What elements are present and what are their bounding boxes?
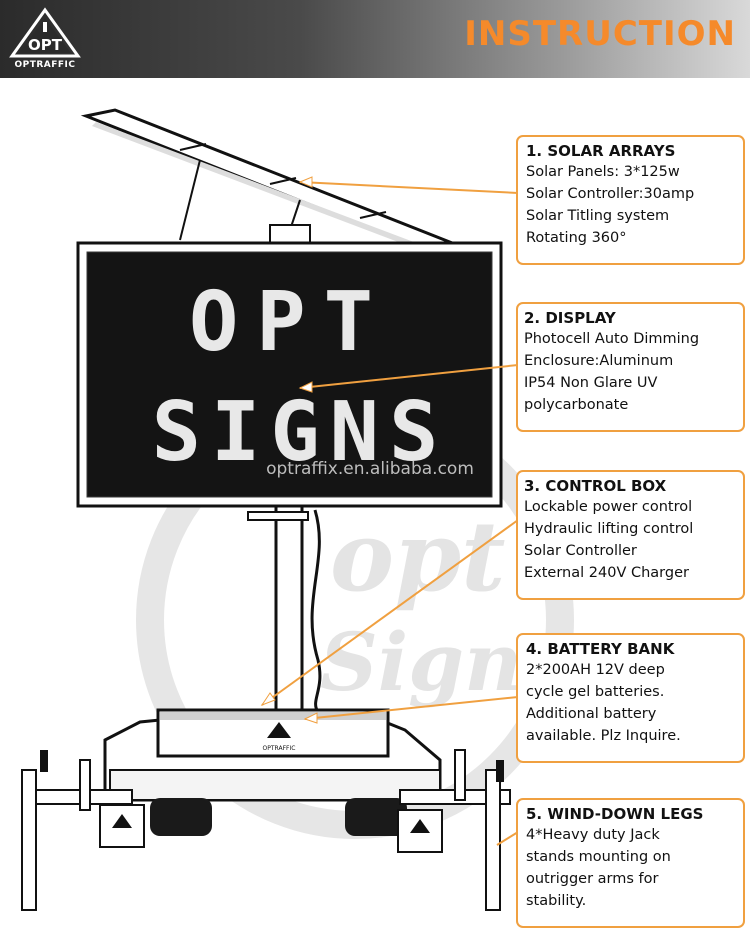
header-bar: OPT OPTRAFFIC INSTRUCTION <box>0 0 750 78</box>
callout-display: 2. DISPLAY Photocell Auto Dimming Enclos… <box>516 302 745 432</box>
callout-line: Photocell Auto Dimming <box>524 331 700 347</box>
callout-line: Lockable power control <box>524 499 693 515</box>
callout-line: Additional battery <box>526 706 657 722</box>
solar-panel <box>80 108 476 258</box>
callout-line: available. Plz Inquire. <box>526 728 681 744</box>
brand-name: OPTRAFFIC <box>14 60 76 70</box>
callout-line: Enclosure:Aluminum <box>524 353 674 369</box>
callout-title: 3. CONTROL BOX <box>524 477 667 495</box>
sign-line-1: OPT <box>189 275 391 370</box>
callout-line: Solar Controller <box>524 543 637 559</box>
callout-battery-bank: 4. BATTERY BANK 2*200AH 12V deep cycle g… <box>516 633 745 763</box>
callout-title: 4. BATTERY BANK <box>526 640 675 658</box>
callout-line: stability. <box>526 893 587 909</box>
callout-title: 5. WIND-DOWN LEGS <box>526 805 704 823</box>
callout-line: 4*Heavy duty Jack <box>526 827 660 843</box>
callout-line: cycle gel batteries. <box>526 684 665 700</box>
callout-title: 1. SOLAR ARRAYS <box>526 142 676 160</box>
watermark-opt: opt <box>330 500 506 613</box>
callout-solar-arrays: 1. SOLAR ARRAYS Solar Panels: 3*125w Sol… <box>516 135 745 265</box>
callout-line: outrigger arms for <box>526 871 659 887</box>
page-title: INSTRUCTION <box>464 14 736 54</box>
callout-connectors <box>261 181 519 846</box>
callout-control-box: 3. CONTROL BOX Lockable power control Hy… <box>516 470 745 600</box>
watermark-url: optraffix.en.alibaba.com <box>266 459 474 479</box>
optraffic-logo: OPT <box>9 7 81 58</box>
callout-line: polycarbonate <box>524 397 629 413</box>
callout-line: External 240V Charger <box>524 565 689 581</box>
callout-line: Solar Controller:30amp <box>526 186 695 202</box>
callout-line: stands mounting on <box>526 849 671 865</box>
callout-line: Solar Titling system <box>526 208 670 224</box>
trailer-body: OPTRAFFIC <box>21 708 511 911</box>
callout-wind-down-legs: 5. WIND-DOWN LEGS 4*Heavy duty Jack stan… <box>516 798 745 928</box>
callout-line: Rotating 360° <box>526 230 627 246</box>
sign-line-2: SIGNS <box>152 385 449 480</box>
callout-title: 2. DISPLAY <box>524 309 616 327</box>
callout-line: Solar Panels: 3*125w <box>526 164 680 180</box>
callout-line: Hydraulic lifting control <box>524 521 694 537</box>
logo-text: OPT <box>28 36 63 54</box>
mast <box>247 504 322 713</box>
trailer-decal-text: OPTRAFFIC <box>263 745 296 752</box>
callout-line: IP54 Non Glare UV <box>524 375 658 391</box>
connector-arrowheads <box>260 176 318 724</box>
callout-line: 2*200AH 12V deep <box>526 662 665 678</box>
